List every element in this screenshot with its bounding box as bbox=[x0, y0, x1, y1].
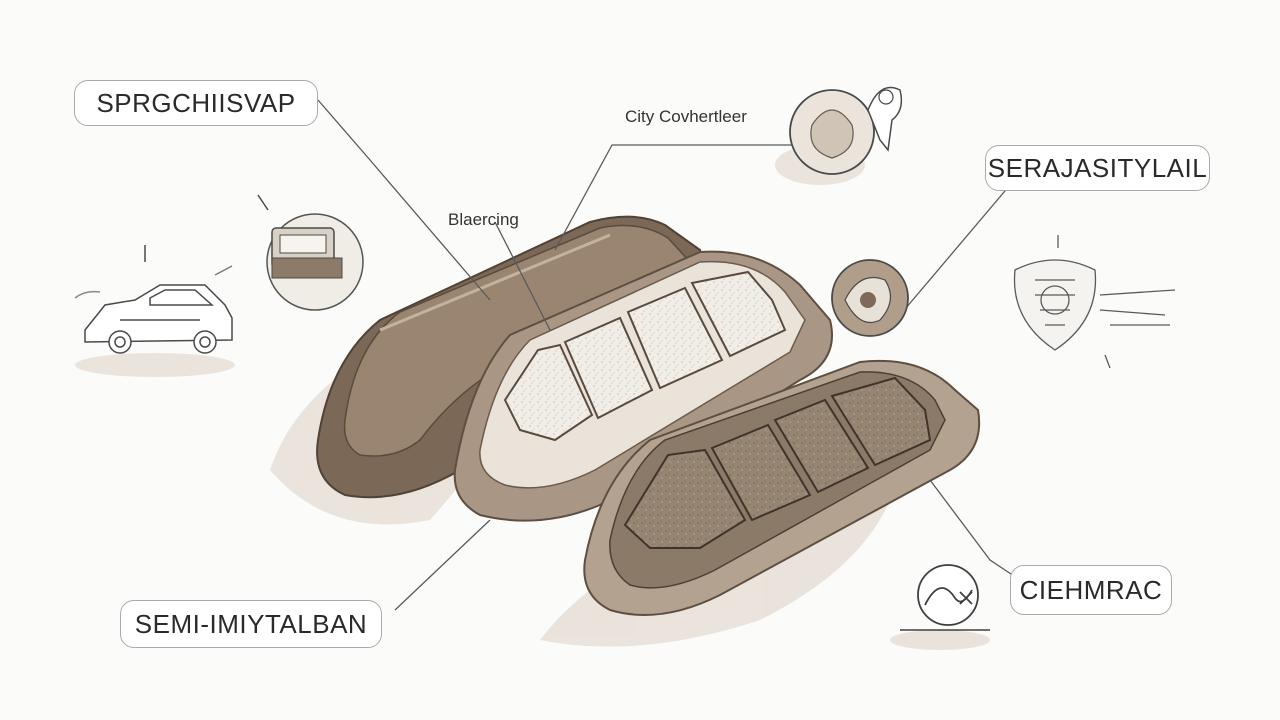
label-right: SERAJASITYLAIL bbox=[985, 145, 1210, 191]
curve-gauge-icon bbox=[900, 564, 990, 631]
brake-rotor-icon bbox=[789, 86, 903, 175]
car-interior-icon bbox=[214, 194, 364, 311]
brake-caliper-icon bbox=[831, 259, 909, 337]
car-icon bbox=[74, 245, 233, 354]
shield-icon bbox=[1013, 235, 1176, 369]
label-bottom-left: SEMI-IMIYTALBAN bbox=[120, 600, 382, 648]
leader-lines bbox=[317, 99, 1036, 611]
label-center: Blaercing bbox=[448, 210, 519, 229]
label-top-left: SPRGCHIISVAP bbox=[74, 80, 318, 126]
semi-metallic-brake-pad bbox=[583, 359, 981, 616]
label-top-center: City Covhertleer bbox=[625, 107, 747, 126]
label-bottom-right: CIEHMRAC bbox=[1010, 565, 1172, 615]
ceramic-brake-pad bbox=[453, 250, 833, 522]
